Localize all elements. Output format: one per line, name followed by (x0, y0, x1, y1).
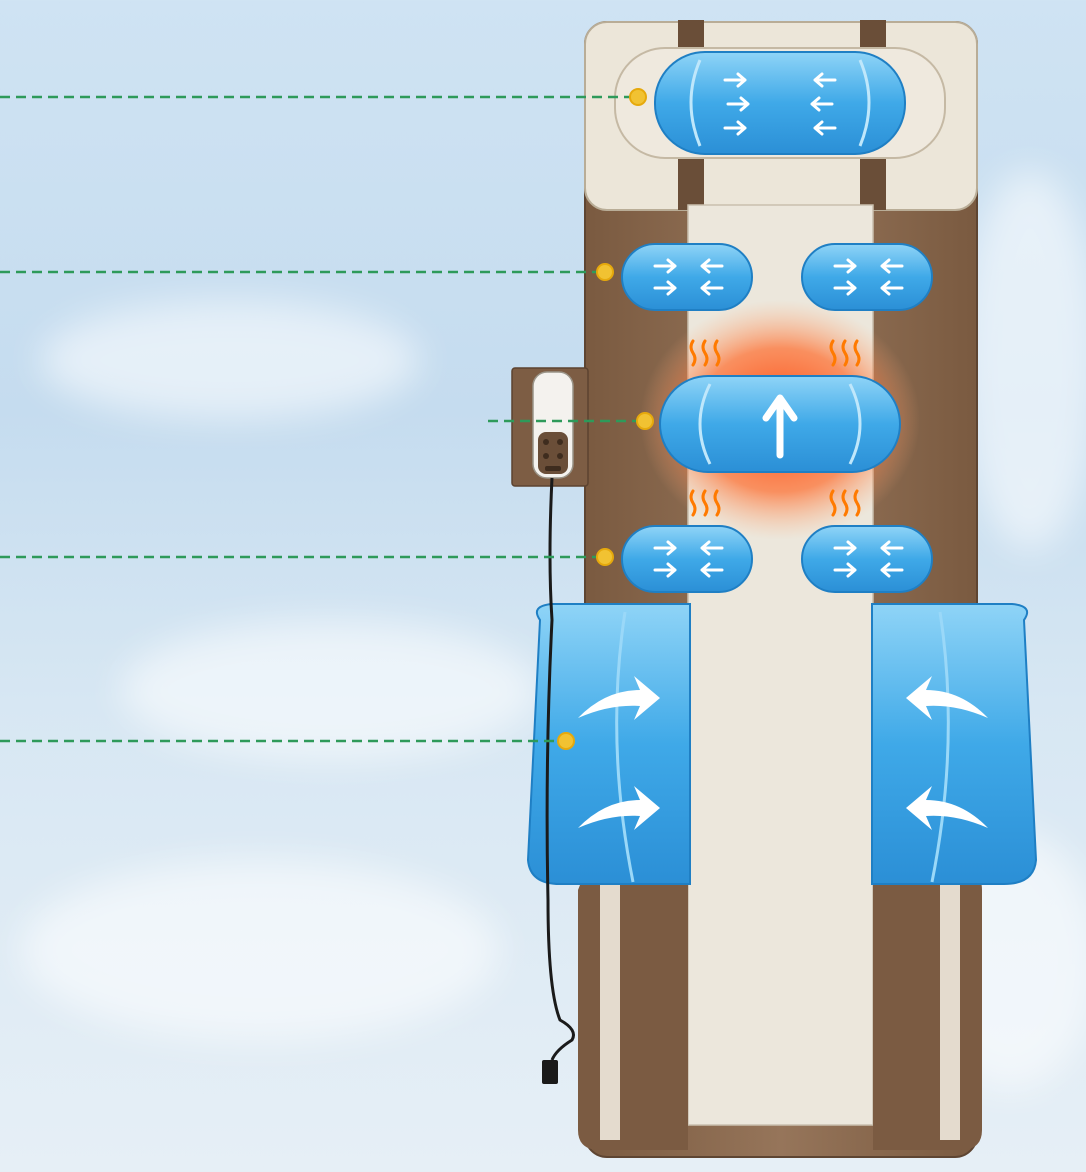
plug-icon (542, 1060, 558, 1084)
foot-cream-left (600, 880, 620, 1140)
arrow-icon (762, 394, 798, 459)
back-airbag-with-heat (659, 375, 901, 473)
neck-strap-right (860, 155, 886, 210)
callout-dots (557, 88, 654, 750)
waist-airbags (621, 525, 933, 593)
cloud (20, 860, 500, 1040)
arrow-icon (578, 676, 988, 830)
foot-right-panel (873, 870, 982, 1150)
neck-strap-left (678, 155, 704, 210)
callout-lines (0, 95, 640, 743)
foot-cream-right (940, 880, 960, 1140)
cloud (120, 620, 540, 760)
power-cable (545, 477, 575, 1061)
foot-left-panel (578, 870, 688, 1150)
remote-controller-icon (511, 367, 589, 487)
cloud (40, 300, 420, 420)
shoulder-airbags (621, 243, 933, 311)
hip-leg-airbags (526, 603, 1038, 885)
head-airbag (614, 47, 946, 159)
cloud (960, 170, 1086, 550)
